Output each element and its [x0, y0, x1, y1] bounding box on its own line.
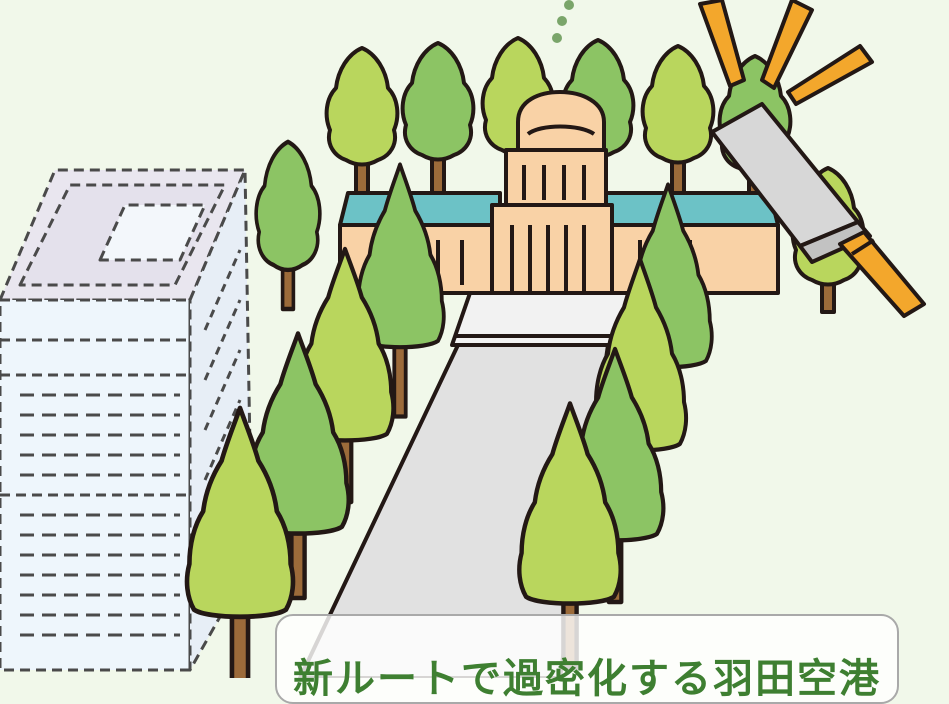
impact-lines [698, 0, 874, 106]
illustration-scene [0, 0, 926, 678]
dot-trail [552, 0, 574, 43]
cleaver-icon [698, 0, 926, 318]
dashed-office-building-icon [0, 168, 254, 672]
left-tree-row [187, 165, 444, 678]
caption-box: 新ルートで過密化する羽田空港 [275, 614, 899, 704]
caption-text: 新ルートで過密化する羽田空港 [293, 656, 881, 702]
